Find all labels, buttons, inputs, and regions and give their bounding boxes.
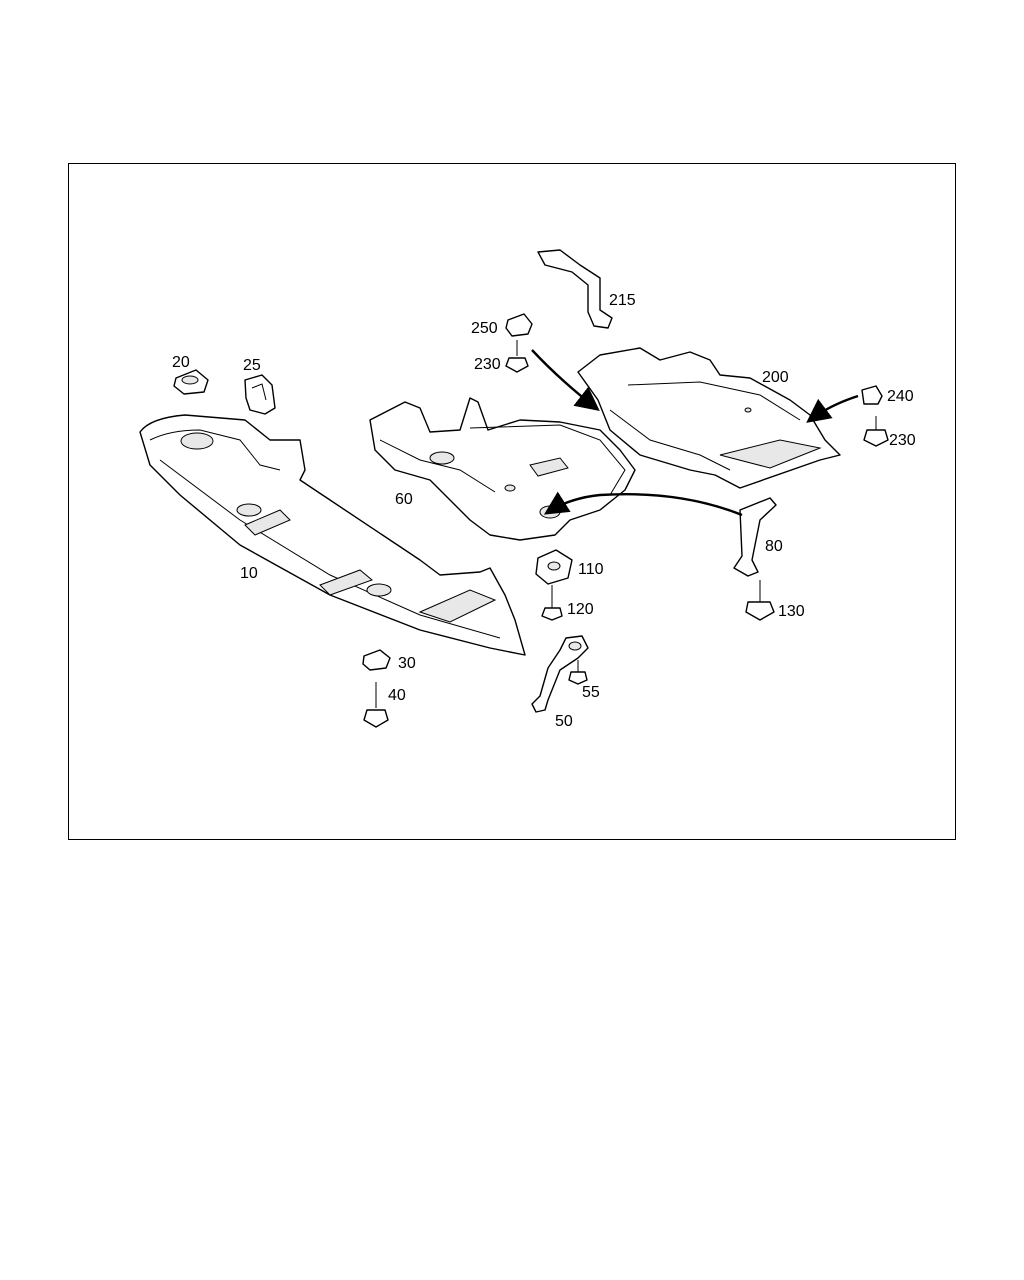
part-230-screw-upper[interactable] xyxy=(505,340,529,373)
part-40-screw[interactable] xyxy=(363,682,389,728)
label-80: 80 xyxy=(765,538,783,555)
arrow-230-to-200 xyxy=(531,349,600,411)
label-60: 60 xyxy=(395,491,413,508)
part-25-bracket[interactable] xyxy=(244,374,276,415)
label-20: 20 xyxy=(172,354,190,371)
label-25: 25 xyxy=(243,357,261,374)
part-30-clip[interactable] xyxy=(362,649,391,671)
part-50-bracket[interactable] xyxy=(531,635,589,713)
part-55-screw[interactable] xyxy=(568,660,588,685)
diagram-frame xyxy=(68,163,956,840)
part-200-rear-panel[interactable] xyxy=(577,347,841,489)
label-120: 120 xyxy=(567,601,594,618)
label-230-upper: 230 xyxy=(474,356,501,373)
label-40: 40 xyxy=(388,687,406,704)
part-240-clip[interactable] xyxy=(861,385,883,405)
part-230-screw-right[interactable] xyxy=(863,416,889,447)
part-20-clip[interactable] xyxy=(173,369,209,395)
label-240: 240 xyxy=(887,388,914,405)
part-120-bolt[interactable] xyxy=(541,585,563,621)
part-10-front-panel[interactable] xyxy=(139,414,526,656)
label-10: 10 xyxy=(240,565,258,582)
part-60-center-panel[interactable] xyxy=(369,397,636,541)
part-110-nut[interactable] xyxy=(535,549,573,585)
label-250: 250 xyxy=(471,320,498,337)
part-250-clip[interactable] xyxy=(505,313,533,337)
label-30: 30 xyxy=(398,655,416,672)
label-55: 55 xyxy=(582,684,600,701)
label-130: 130 xyxy=(778,603,805,620)
arrow-240-to-200 xyxy=(806,394,859,423)
label-50: 50 xyxy=(555,713,573,730)
label-200: 200 xyxy=(762,369,789,386)
label-230-right: 230 xyxy=(889,432,916,449)
label-215: 215 xyxy=(609,292,636,309)
part-215-bracket[interactable] xyxy=(537,249,613,329)
part-80-bracket[interactable] xyxy=(733,497,777,577)
part-130-bolt[interactable] xyxy=(745,580,775,621)
label-110: 110 xyxy=(578,561,604,578)
arrow-80-to-60 xyxy=(543,491,743,517)
